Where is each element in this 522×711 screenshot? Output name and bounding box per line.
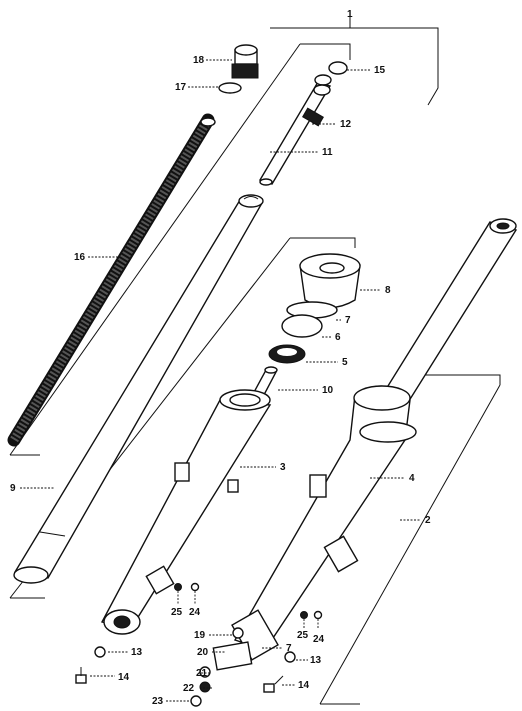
washer-21 (199, 666, 211, 678)
gasket-13-left (94, 646, 106, 658)
inner-tube-right (376, 218, 518, 413)
callout-9: 9 (10, 483, 16, 494)
callout-10: 10 (322, 385, 334, 396)
outer-tube-right (231, 385, 417, 661)
nut-23 (190, 695, 202, 707)
callout-23: 23 (152, 696, 164, 707)
bolt-25-left (174, 583, 182, 591)
oil-seal (281, 314, 323, 338)
callout-2: 2 (425, 515, 431, 526)
callout-7a: 7 (345, 315, 351, 326)
damper-rod (258, 74, 332, 186)
bolt-14-left (75, 667, 87, 684)
callout-8: 8 (385, 285, 391, 296)
callout-18: 18 (193, 55, 205, 66)
spacer-pipe (13, 194, 264, 584)
leader-lines (20, 59, 420, 702)
outer-tube-left (100, 389, 272, 635)
callout-1: 1 (347, 9, 353, 20)
callout-24a: 24 (189, 607, 201, 618)
callout-7b: 7 (286, 643, 292, 654)
group-bracket-1 (9, 10, 439, 456)
callout-3: 3 (280, 462, 286, 473)
washer-24-left (190, 582, 200, 592)
fork-cap-bolt (218, 44, 259, 94)
callout-14b: 14 (298, 680, 310, 691)
axle-holder (212, 641, 253, 671)
callout-19: 19 (194, 630, 206, 641)
callout-21: 21 (196, 668, 208, 679)
callout-22: 22 (183, 683, 195, 694)
callout-13b: 13 (310, 655, 322, 666)
callout-14a: 14 (118, 672, 130, 683)
group-bracket-2 (319, 374, 501, 705)
callout-13a: 13 (131, 647, 143, 658)
callout-25a: 25 (171, 607, 183, 618)
bolt-25-right (300, 611, 308, 619)
callout-4: 4 (409, 473, 415, 484)
fork-spring (7, 113, 216, 447)
washer-24-right (313, 610, 323, 620)
callout-17: 17 (175, 82, 187, 93)
callout-15: 15 (374, 65, 386, 76)
callout-5: 5 (342, 357, 348, 368)
bolt-14-right (263, 675, 284, 693)
washer-15 (328, 61, 348, 75)
callout-11: 11 (322, 147, 333, 158)
dust-seal (299, 253, 361, 309)
callout-16: 16 (74, 252, 86, 263)
callout-20: 20 (197, 647, 209, 658)
callout-25b: 25 (297, 630, 309, 641)
callout-labels: 1 18 15 17 12 11 16 8 7 6 5 10 3 4 9 2 2… (10, 9, 431, 707)
bolt-19 (232, 627, 244, 639)
callout-24b: 24 (313, 634, 325, 645)
gasket-13-right (284, 651, 296, 663)
spring-washer-22 (199, 681, 211, 693)
callout-12: 12 (340, 119, 352, 130)
callout-6: 6 (335, 332, 341, 343)
